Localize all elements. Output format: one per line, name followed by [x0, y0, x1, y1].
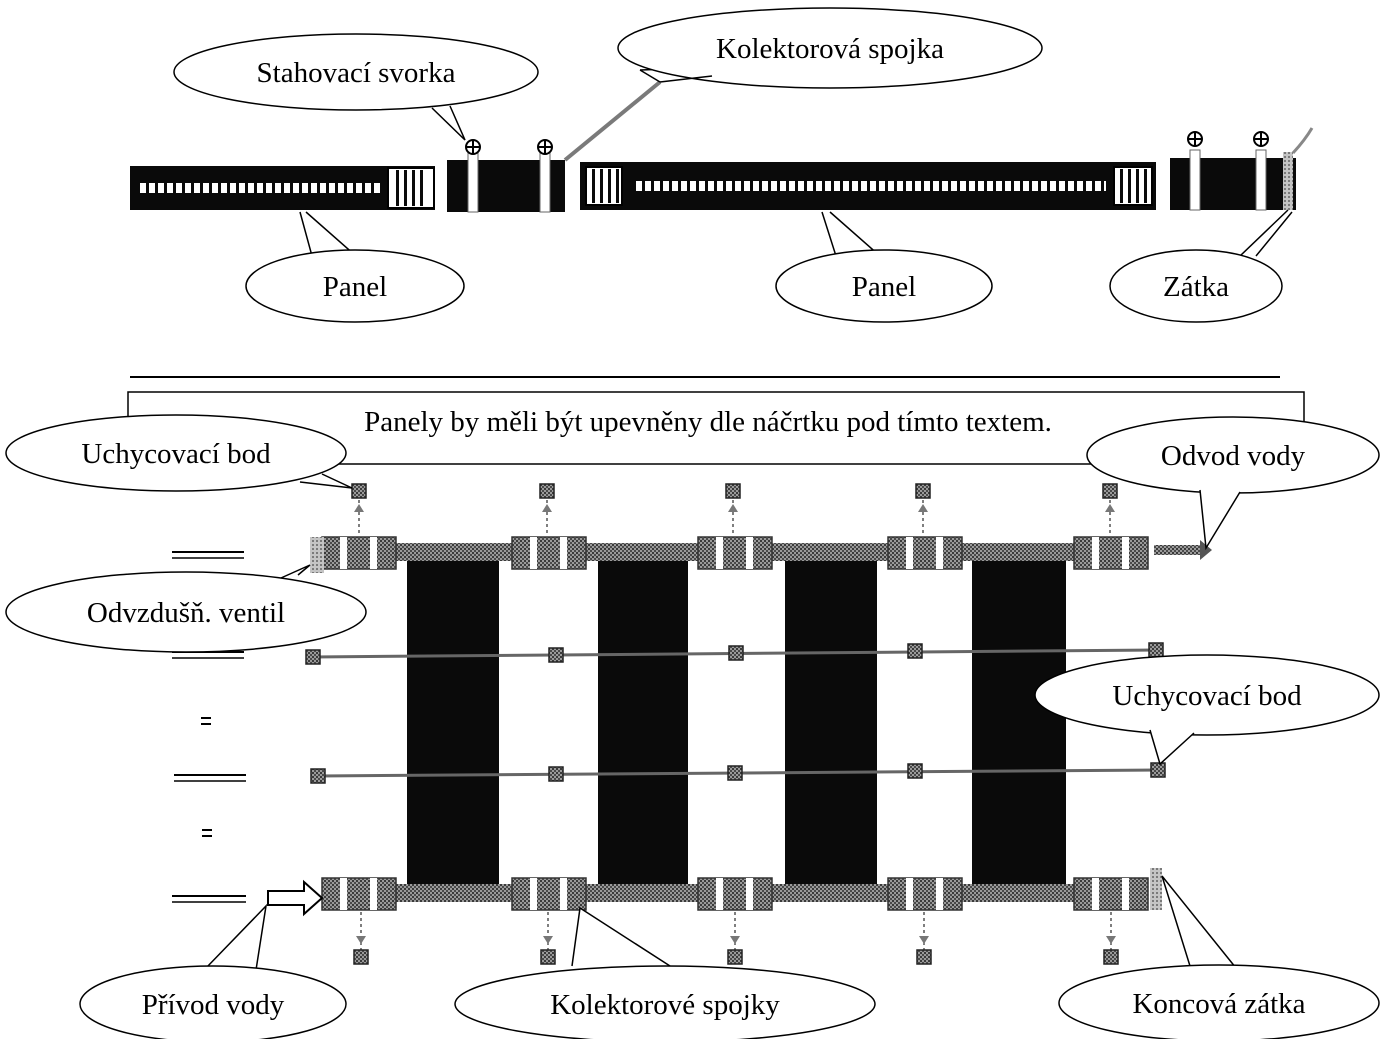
- callout-panel-left: Panel: [245, 211, 465, 323]
- anchor-point: [1148, 642, 1164, 658]
- anchor-point: [539, 483, 555, 536]
- anchor-point: [1150, 762, 1166, 778]
- anchor-point: [1103, 912, 1119, 965]
- anchor-point: [548, 647, 564, 663]
- anchor-point: [907, 643, 923, 659]
- top-assembly: [130, 127, 1314, 213]
- callout-uchycovaci-bod-right: Uchycovací bod: [1034, 654, 1380, 766]
- callout-kolektorove-spojky: Kolektorové spojky: [454, 906, 876, 1039]
- uchycovaci-bod-top-label: Uchycovací bod: [81, 438, 271, 470]
- anchor-point: [351, 483, 367, 536]
- kolektorove-spojky-label: Kolektorové spojky: [550, 989, 780, 1021]
- anchor-point: [548, 766, 564, 782]
- side-marks: [172, 551, 246, 903]
- collector-coupling: [321, 536, 397, 570]
- privod-vody-label: Přívod vody: [142, 989, 285, 1021]
- anchor-point: [310, 768, 326, 784]
- anchor-point: [907, 763, 923, 779]
- panel-left-shape: [130, 166, 435, 210]
- anchor-point: [727, 912, 743, 965]
- collector-coupling-shape: [447, 139, 565, 213]
- anchor-point: [353, 912, 369, 965]
- callout-panel-right: Panel: [775, 211, 993, 323]
- uchycovaci-bod-right-label: Uchycovací bod: [1112, 680, 1302, 712]
- collector-coupling: [697, 877, 773, 911]
- anchor-point: [540, 912, 556, 965]
- stahovaci-svorka-label: Stahovací svorka: [257, 57, 456, 89]
- callout-zatka: Zátka: [1109, 209, 1293, 323]
- collector-coupling: [511, 877, 587, 911]
- collector-coupling: [887, 536, 963, 570]
- anchor-point: [305, 649, 321, 665]
- collector-coupling: [1073, 536, 1149, 570]
- panel-right-shape: [580, 162, 1156, 210]
- callout-uchycovaci-bod-top: Uchycovací bod: [5, 414, 353, 492]
- callout-kolektorova-spojka: Kolektorová spojka: [563, 7, 1043, 162]
- anchor-point: [725, 483, 741, 536]
- collector-array: [172, 483, 1212, 965]
- end-plug-shape: [1170, 127, 1314, 211]
- collector-coupling: [321, 877, 397, 911]
- collector-coupling: [511, 536, 587, 570]
- anchor-point: [727, 765, 743, 781]
- panel-right-label: Panel: [852, 271, 916, 303]
- odvod-vody-label: Odvod vody: [1161, 440, 1306, 472]
- collector-coupling: [697, 536, 773, 570]
- odvzdusn-ventil-label: Odvzdušň. ventil: [87, 597, 285, 629]
- collector-coupling: [1073, 877, 1149, 911]
- anchor-point: [916, 912, 932, 965]
- instruction-text: Panely by měli být upevněny dle náčrtku …: [364, 406, 1052, 438]
- callout-koncova-zatka: Koncová zátka: [1058, 875, 1380, 1039]
- anchor-point: [728, 645, 744, 661]
- callout-odvzdusn-ventil: Odvzdušň. ventil: [5, 564, 367, 653]
- kolektorova-spojka-label: Kolektorová spojka: [716, 33, 944, 65]
- anchor-point: [915, 483, 931, 536]
- panel-left-label: Panel: [323, 271, 387, 303]
- koncova-zatka-label: Koncová zátka: [1132, 988, 1305, 1020]
- callout-odvod-vody: Odvod vody: [1086, 416, 1380, 551]
- instruction-box: Panely by měli být upevněny dle náčrtku …: [127, 391, 1305, 465]
- zatka-label: Zátka: [1163, 271, 1229, 303]
- callout-stahovaci-svorka: Stahovací svorka: [173, 33, 539, 141]
- anchor-point: [1102, 483, 1118, 536]
- callout-privod-vody: Přívod vody: [79, 903, 347, 1039]
- collector-coupling: [887, 877, 963, 911]
